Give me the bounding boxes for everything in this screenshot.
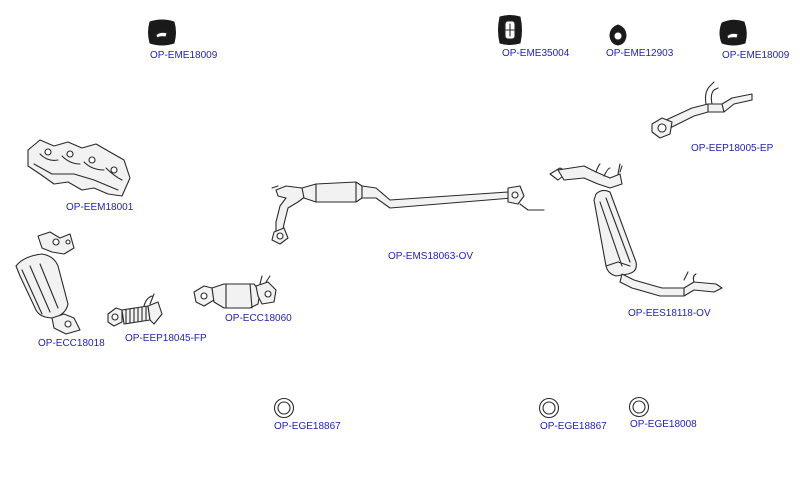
part-code-label[interactable]: OP-EES18118-OV (628, 308, 711, 319)
part-code-label[interactable]: OP-EEP18005-EP (691, 143, 774, 154)
rubber-hanger-icon[interactable] (146, 18, 178, 48)
rubber-mount-icon[interactable] (609, 24, 627, 46)
part-code-label[interactable]: OP-EME18009 (150, 50, 218, 61)
middle-silencer-icon[interactable] (258, 174, 548, 246)
rubber-ring-hanger-icon[interactable] (497, 14, 523, 46)
part-code-label[interactable]: OP-EME35004 (502, 48, 570, 59)
part-code-label[interactable]: OP-EME18009 (722, 50, 790, 61)
gasket-ring-icon[interactable] (628, 396, 650, 418)
catalytic-converter-icon[interactable] (190, 274, 280, 314)
flex-pipe-icon[interactable] (104, 290, 164, 334)
part-code-label[interactable]: OP-EGE18867 (274, 421, 341, 432)
front-pipe-icon[interactable] (648, 78, 754, 140)
rear-silencer-icon[interactable] (544, 162, 726, 308)
gasket-ring-icon[interactable] (273, 397, 295, 419)
part-code-label[interactable]: OP-EEP18045-FP (125, 333, 207, 344)
catalytic-converter-icon[interactable] (10, 226, 86, 336)
rubber-hanger-icon[interactable] (718, 18, 748, 48)
part-code-label[interactable]: OP-EGE18867 (540, 421, 607, 432)
part-code-label[interactable]: OP-EME12903 (606, 48, 674, 59)
part-code-label[interactable]: OP-EMS18063-OV (388, 251, 474, 262)
part-code-label[interactable]: OP-EEM18001 (66, 202, 134, 213)
part-code-label[interactable]: OP-ECC18018 (38, 338, 105, 349)
part-code-label[interactable]: OP-ECC18060 (225, 313, 292, 324)
part-code-label[interactable]: OP-EGE18008 (630, 419, 697, 430)
exhaust-manifold-icon[interactable] (24, 134, 132, 200)
gasket-ring-icon[interactable] (538, 397, 560, 419)
